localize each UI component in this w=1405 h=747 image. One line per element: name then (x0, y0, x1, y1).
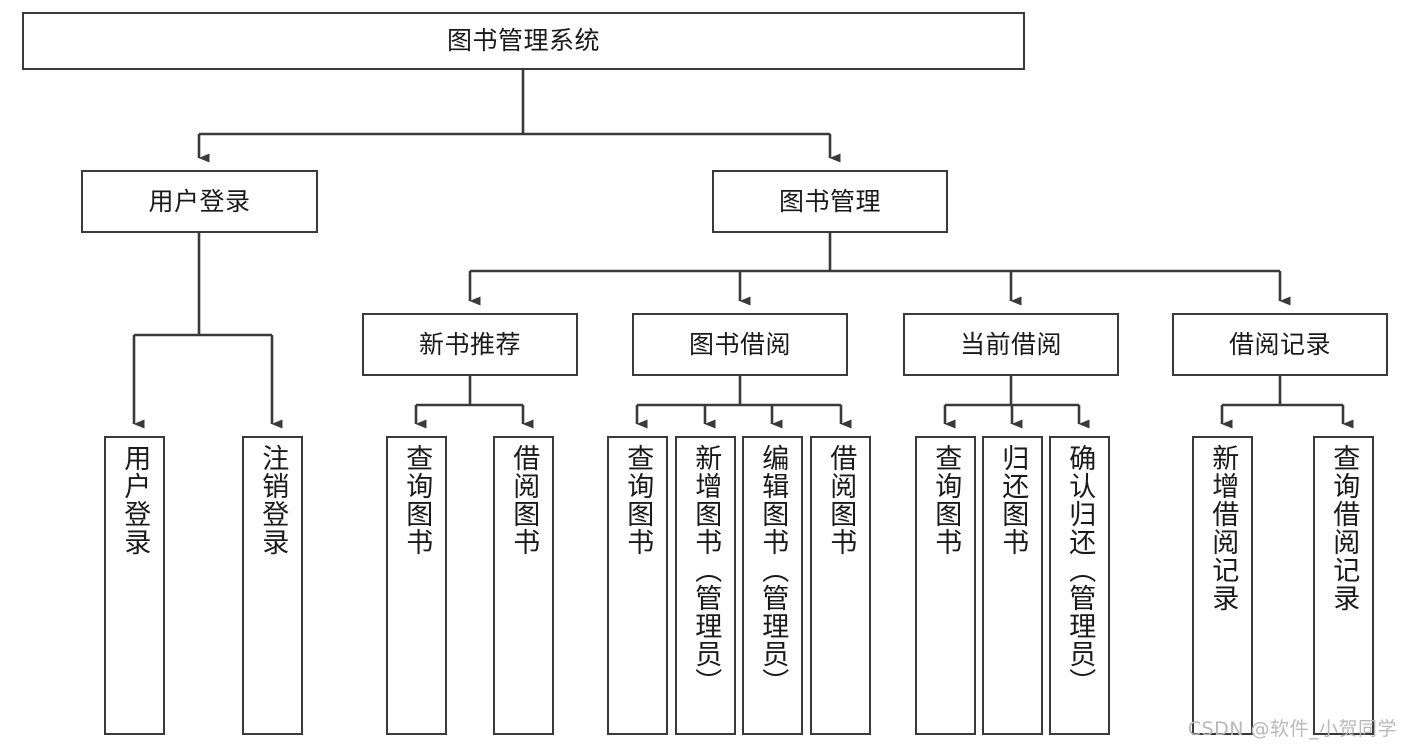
node-root[interactable]: 图书管理系统 (22, 12, 1025, 70)
node-root-label: 图书管理系统 (446, 26, 600, 56)
node-new-book-recommend-label: 新书推荐 (418, 329, 521, 359)
leaf-book-borrow-1[interactable]: 查询图书 (607, 436, 668, 735)
node-new-book-recommend[interactable]: 新书推荐 (362, 313, 578, 376)
leaf-user-login-2[interactable]: 注销登录 (242, 436, 303, 735)
node-borrow-record[interactable]: 借阅记录 (1172, 313, 1388, 376)
connectors (132, 70, 1354, 429)
node-book-manage[interactable]: 图书管理 (712, 170, 948, 233)
leaf-borrow-record-1-label: 新增借阅记录 (1207, 444, 1239, 612)
leaf-new-book-1-label: 查询图书 (401, 444, 433, 556)
node-current-borrow-label: 当前借阅 (959, 329, 1062, 359)
leaf-current-borrow-3[interactable]: 确认归还（管理员） (1049, 436, 1110, 735)
leaf-book-borrow-2-label: 新增图书（管理员） (690, 444, 722, 696)
leaf-current-borrow-1[interactable]: 查询图书 (915, 436, 976, 735)
leaf-book-borrow-3-label: 编辑图书（管理员） (757, 444, 789, 696)
leaf-new-book-2-label: 借阅图书 (508, 444, 540, 556)
leaf-user-login-2-label: 注销登录 (257, 444, 289, 556)
node-user-login-label: 用户登录 (148, 186, 251, 216)
leaf-user-login-1[interactable]: 用户登录 (104, 436, 165, 735)
leaf-current-borrow-2-label: 归还图书 (997, 444, 1029, 556)
leaf-new-book-1[interactable]: 查询图书 (386, 436, 447, 735)
leaf-current-borrow-2[interactable]: 归还图书 (982, 436, 1043, 735)
node-book-manage-label: 图书管理 (778, 186, 881, 216)
node-current-borrow[interactable]: 当前借阅 (903, 313, 1119, 376)
leaf-borrow-record-2[interactable]: 查询借阅记录 (1313, 436, 1374, 735)
leaf-book-borrow-4[interactable]: 借阅图书 (810, 436, 871, 735)
leaf-book-borrow-3[interactable]: 编辑图书（管理员） (742, 436, 803, 735)
leaf-current-borrow-1-label: 查询图书 (930, 444, 962, 556)
leaf-current-borrow-3-label: 确认归还（管理员） (1064, 444, 1096, 696)
leaf-new-book-2[interactable]: 借阅图书 (493, 436, 554, 735)
leaf-book-borrow-4-label: 借阅图书 (825, 444, 857, 556)
leaf-book-borrow-2[interactable]: 新增图书（管理员） (675, 436, 736, 735)
node-borrow-record-label: 借阅记录 (1228, 329, 1331, 359)
leaf-borrow-record-2-label: 查询借阅记录 (1328, 444, 1360, 612)
node-book-borrow-label: 图书借阅 (688, 329, 791, 359)
node-user-login[interactable]: 用户登录 (81, 170, 318, 233)
leaf-user-login-1-label: 用户登录 (119, 444, 151, 556)
leaf-book-borrow-1-label: 查询图书 (622, 444, 654, 556)
node-book-borrow[interactable]: 图书借阅 (632, 313, 848, 376)
leaf-borrow-record-1[interactable]: 新增借阅记录 (1192, 436, 1253, 735)
